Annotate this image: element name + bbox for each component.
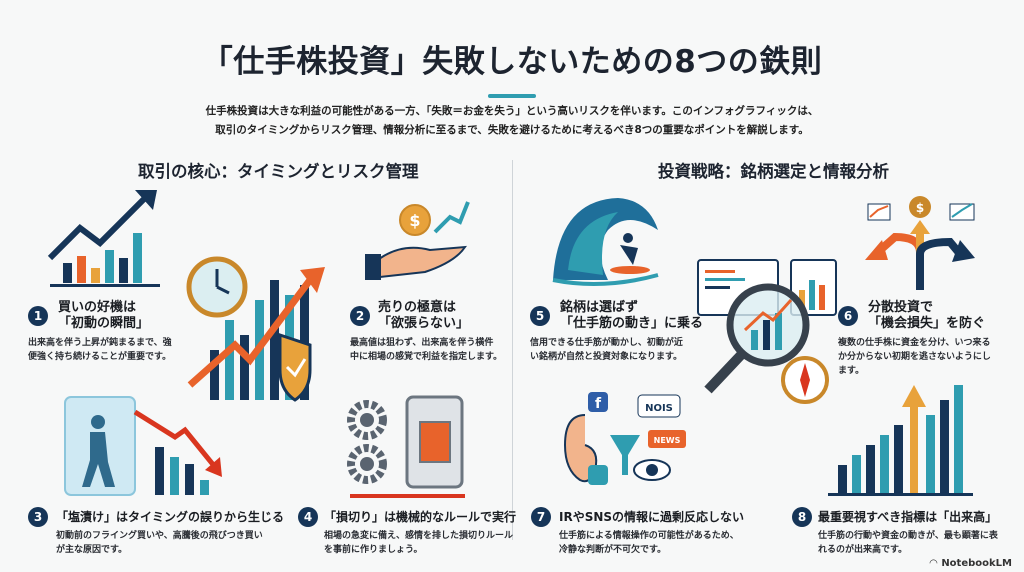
- item-8: 最重要視すべき指標は「出来高」仕手筋の行動や資金の動きが、最も顕著に表れるのが出…: [818, 509, 998, 557]
- item-title-line: 「塩漬け」はタイミングの誤りから生じる: [56, 510, 285, 524]
- news-bubble: NEWS: [654, 436, 681, 445]
- gears-switch-icon: [347, 395, 465, 498]
- item-desc-line: れるのが出来高です。: [818, 545, 908, 555]
- clock-chart-shield-icon: [186, 256, 325, 402]
- item-2: 売りの極意は「欲張らない」最高値は狙わず、出来高を伴う横件中に相場の感覚で利益を…: [350, 300, 502, 364]
- intro-line-1: 仕手株投資は大きな利益の可能性がある一方、「失敗＝お金を失う」という高いリスクを…: [205, 105, 819, 117]
- item-title-line: 「初動の瞬間」: [58, 316, 150, 331]
- intro-line-2: 取引のタイミングからリスク管理、情報分析に至るまで、失敗を避けるために考えるべき…: [215, 124, 809, 136]
- frozen-stock-icon: [64, 396, 222, 496]
- noise-bubble: NOIS: [645, 403, 673, 414]
- volume-bars-icon: [828, 385, 973, 496]
- item-number-badge: 1: [28, 306, 48, 326]
- item-title-line: 買いの好機は: [58, 300, 137, 315]
- item-title-line: 売りの極意は: [378, 300, 457, 315]
- item-4: 「損切り」は機械的なルールで実行相場の急変に備え、感情を排した損切りルールを事前…: [324, 509, 516, 557]
- item-desc-line: 初動前のフライング買いや、高騰後の飛びつき買い: [56, 531, 263, 541]
- dollar-sign: $: [916, 201, 924, 215]
- item-desc-line: 最高値は狙わず、出来高を伴う横件: [350, 338, 494, 348]
- title-accent-line: [488, 94, 536, 98]
- item-number-badge: 4: [298, 507, 318, 527]
- item-desc-line: 複数の仕手株に資金を分け、いつ来る: [838, 338, 991, 348]
- item-number-badge: 2: [350, 306, 370, 326]
- brand-name: NotebookLM: [941, 558, 1012, 569]
- item-desc-line: 冷静な判断が不可欠です。: [559, 545, 667, 555]
- item-desc-line: い銘柄が自然と投資対象になります。: [530, 352, 683, 362]
- item-title-line: 「欲張らない」: [378, 316, 470, 331]
- item-title-line: 「機会損失」を防ぐ: [868, 316, 986, 331]
- item-number-badge: 8: [792, 507, 812, 527]
- item-desc-line: 仕手筋の行動や資金の動きが、最も顕著に表: [818, 531, 998, 541]
- item-1: 買いの好機は「初動の瞬間」出来高を伴う上昇が鈍まるまで、強便強く持ち続けることが…: [28, 300, 172, 364]
- sns-information-icon: f NOIS NEWS: [563, 392, 686, 485]
- item-title-line: 銘柄は選ばず: [560, 300, 639, 315]
- notebooklm-icon: ◠: [929, 558, 938, 569]
- item-title-line: 分散投資で: [868, 300, 934, 315]
- item-number-badge: 6: [838, 306, 858, 326]
- dollar-sign: $: [409, 211, 420, 230]
- item-title-line: 「仕手筋の動き」に乗る: [560, 316, 704, 331]
- item-title-line: IRやSNSの情報に過剰反応しない: [559, 510, 745, 524]
- item-desc-line: 中に相場の感覚で利益を指定します。: [350, 352, 503, 362]
- item-7: IRやSNSの情報に過剰反応しない仕手筋による情報操作の可能性があるため、冷静な…: [559, 509, 744, 557]
- item-desc-line: 仕手筋による情報操作の可能性があるため、: [559, 531, 739, 541]
- item-desc-line: を事前に作りましょう。: [324, 545, 423, 555]
- page-title: 「仕手株投資」失敗しないための8つの鉄則: [201, 44, 823, 80]
- item-desc-line: ます。: [838, 366, 865, 376]
- rising-chart-icon: [47, 190, 160, 287]
- item-desc-line: が主な原因です。: [56, 545, 128, 555]
- hand-coin-icon: $: [365, 201, 470, 280]
- item-number-badge: 3: [28, 507, 48, 527]
- wave-surfer-icon: [552, 198, 659, 286]
- item-6: 分散投資で「機会損失」を防ぐ複数の仕手株に資金を分け、いつ来るか分からない初期を…: [838, 300, 991, 378]
- item-number-badge: 5: [530, 306, 550, 326]
- item-3: 「塩漬け」はタイミングの誤りから生じる初動前のフライング買いや、高騰後の飛びつき…: [56, 509, 284, 557]
- facebook-icon: f: [595, 396, 602, 412]
- item-desc-line: 便強く持ち続けることが重要です。: [28, 352, 172, 362]
- item-5: 銘柄は選ばず「仕手筋の動き」に乗る信用できる仕手筋が動かし、初動が近い銘柄が自然…: [530, 300, 703, 364]
- section-heading-left: 取引の核心：タイミングとリスク管理: [138, 162, 419, 181]
- item-desc-line: 出来高を伴う上昇が鈍まるまで、強: [28, 338, 172, 348]
- magnifier-analysis-icon: [697, 259, 837, 404]
- item-desc-line: 信用できる仕手筋が動かし、初動が近: [530, 338, 683, 348]
- item-desc-line: 相場の急変に備え、感情を排した損切りルール: [324, 531, 514, 541]
- item-title-line: 最重要視すべき指標は「出来高」: [818, 510, 998, 524]
- section-heading-right: 投資戦略：銘柄選定と情報分析: [658, 162, 889, 181]
- item-title-line: 「損切り」は機械的なルールで実行: [324, 510, 517, 524]
- diverging-arrows-icon: $: [865, 196, 975, 290]
- item-desc-line: か分からない初期を逃さないようにし: [838, 352, 991, 362]
- item-number-badge: 7: [531, 507, 551, 527]
- notebooklm-logo: ◠NotebookLM: [930, 558, 1012, 569]
- section-divider: [512, 160, 513, 540]
